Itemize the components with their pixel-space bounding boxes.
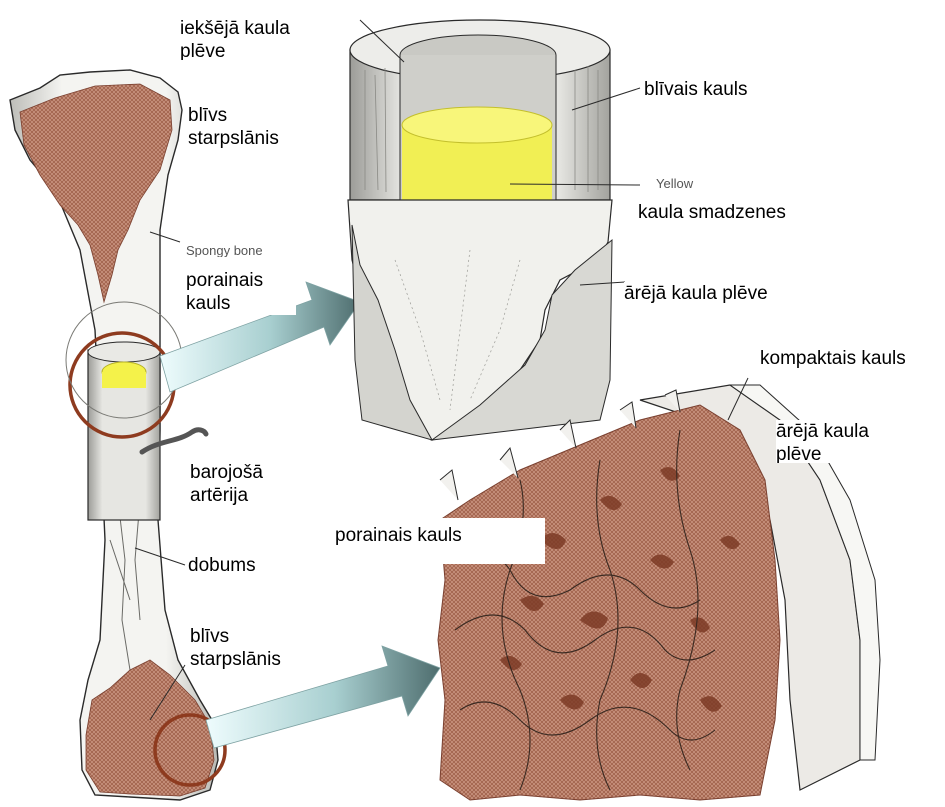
label-dense-layer-top: blīvs starpslānis <box>188 104 318 150</box>
marrow-small-body <box>102 372 146 388</box>
spongy-mass <box>438 405 780 800</box>
long-bone <box>10 70 225 800</box>
label-outer-membrane-right: ārējā kaula plēve <box>776 420 936 463</box>
faded-yellow-text: Yellow <box>656 176 693 191</box>
label-porous-bone-center: porainais kauls <box>335 518 545 564</box>
label-dense-bone: blīvais kauls <box>644 78 804 101</box>
label-marrow: kaula smadzenes <box>638 201 848 224</box>
label-outer-membrane-top: ārējā kaula plēve <box>624 282 854 305</box>
yellow-marrow-top <box>402 107 552 143</box>
label-cavity: dobums <box>188 554 308 577</box>
label-dense-layer-bottom: blīvs starpslānis <box>190 625 320 671</box>
shaft-cross-section <box>348 20 640 440</box>
label-feeding-artery: barojošā artērija <box>190 461 310 507</box>
shaft-section-top <box>88 342 160 362</box>
label-porous-bone-left: porainais kauls <box>186 269 296 315</box>
label-inner-membrane: iekšējā kaula plēve <box>180 17 330 60</box>
faded-spongy-bone-text: Spongy bone <box>186 243 306 257</box>
label-compact-bone: kompaktais kauls <box>760 347 945 370</box>
